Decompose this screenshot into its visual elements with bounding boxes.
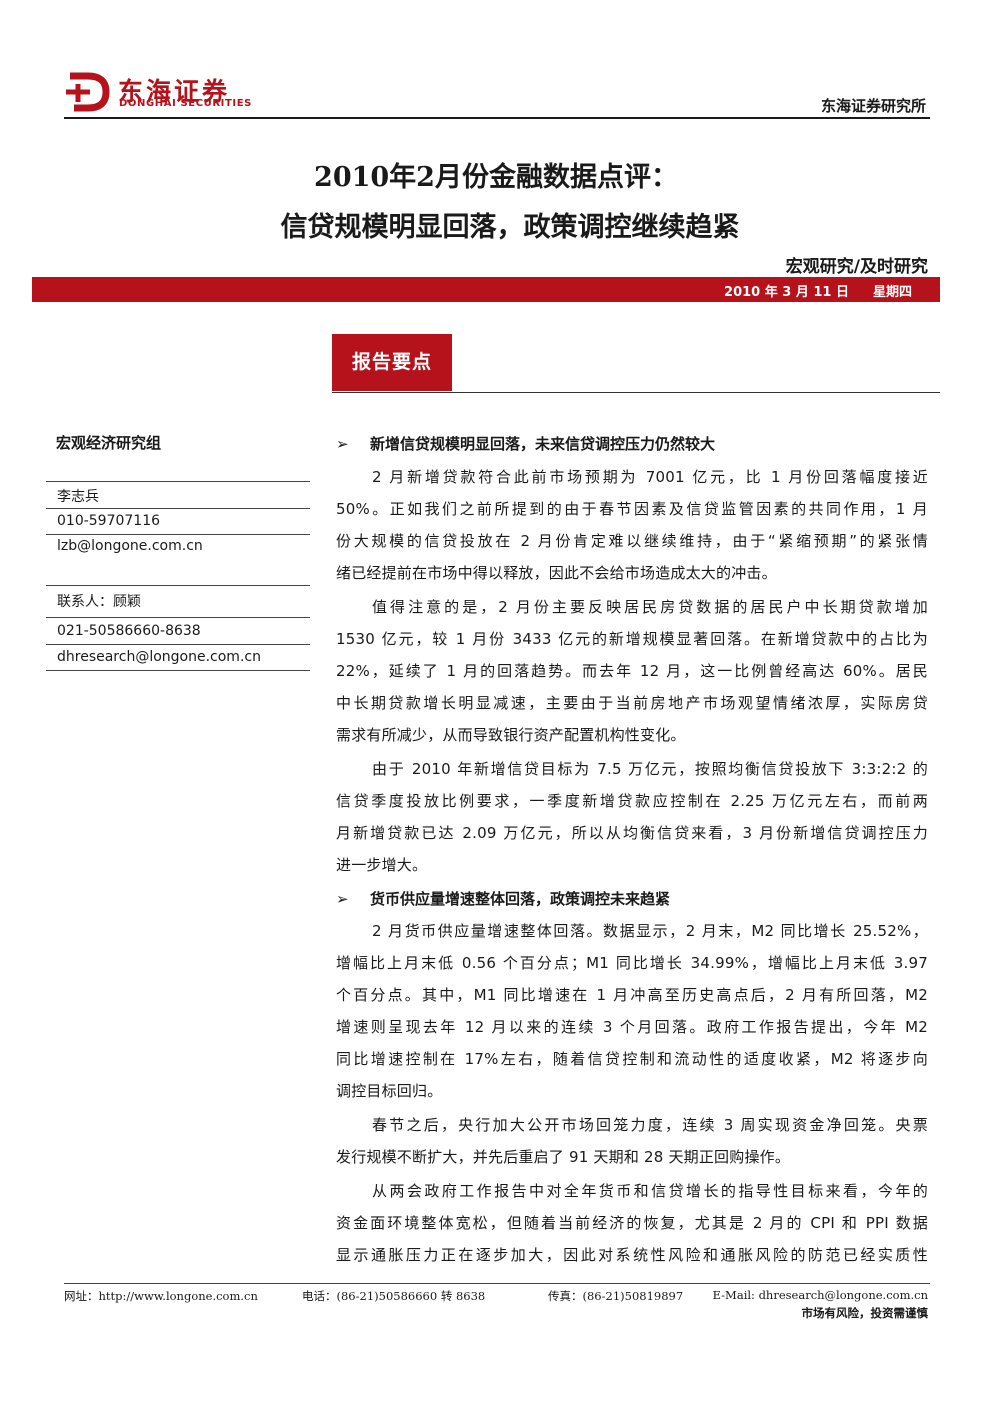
sidebar-divider [46,644,310,645]
footer-fax: 传真：(86-21)50819897 [548,1289,684,1303]
institute-name: 东海证券研究所 [820,97,926,115]
paragraph-line: 1530 亿元，较 1 月份 3433 亿元的新增规模显著回落。在新增贷款中的占… [336,630,928,648]
header-divider [64,117,930,119]
paragraph-line: 进一步增大。 [336,856,428,874]
paragraph-line: 中长期贷款增长明显减速，主要由于当前房地产市场观望情绪浓厚，实际房贷 [336,694,928,712]
risk-disclaimer: 市场有风险，投资需谨慎 [801,1306,929,1320]
arrow-bullet-icon: ➢ [336,435,349,453]
paragraph-line: 春节之后，央行加大公开市场回笼力度，连续 3 周实现资金净回笼。央票 [372,1116,928,1134]
sidebar-divider [46,617,310,618]
donghai-logo-icon [66,72,110,112]
paragraph-line: 绪已经提前在市场中得以释放，因此不会给市场造成太大的冲击。 [336,564,777,582]
paragraph-line: 22%，延续了 1 月的回落趋势。而去年 12 月，这一比例曾经高达 60%。居… [336,662,928,680]
contact-person: 联系人：顾颖 [57,594,141,610]
analyst-email[interactable]: lzb@longone.com.cn [57,538,203,554]
paragraph-line: 2 月新增贷款符合此前市场预期为 7001 亿元，比 1 月份回落幅度接近 [372,468,928,486]
date-value: 2010 年 3 月 11 日 [724,285,849,300]
contact-phone: 021-50586660-8638 [57,623,201,639]
paragraph-line: 50%。正如我们之前所提到的由于春节因素及信贷监管因素的共同作用，1 月 [336,500,928,518]
company-logo: 东海证券 DONGHAI SECURITIES [64,70,264,114]
report-title-line2: 信贷规模明显回落，政策调控继续趋紧 [280,212,740,243]
logo-text-en: DONGHAI SECURITIES [119,98,252,109]
key-points-label: 报告要点 [351,351,432,373]
key-points-divider [332,392,940,393]
sidebar-divider [46,585,310,586]
sidebar-divider [46,670,310,671]
arrow-bullet-icon: ➢ [336,890,349,908]
paragraph-line: 发行规模不断扩大，并先后重启了 91 天期和 28 天期正回购操作。 [336,1148,791,1166]
paragraph-line: 资金面环境整体宽松，但随着当前经济的恢复，尤其是 2 月的 CPI 和 PPI … [336,1214,928,1232]
report-date: 2010 年 3 月 11 日 星期四 [724,281,912,300]
report-category: 宏观研究/及时研究 [785,257,928,277]
paragraph-line: 月新增贷款已达 2.09 万亿元，所以从均衡信贷来看，3 月份新增信贷调控压力 [336,824,928,842]
paragraph-line: 同比增速控制在 17%左右，随着信贷控制和流动性的适度收紧，M2 将逐步向 [336,1050,928,1068]
section-heading: ➢货币供应量增速整体回落，政策调控未来趋紧 [336,890,671,908]
report-title-line1: 2010年2月份金融数据点评： [314,162,678,193]
contact-email[interactable]: dhresearch@longone.com.cn [57,649,261,665]
section-heading: ➢新增信贷规模明显回落，未来信贷调控压力仍然较大 [336,435,716,453]
paragraph-line: 值得注意的是，2 月份主要反映居民房贷数据的居民户中长期贷款增加 [372,598,928,616]
research-group: 宏观经济研究组 [56,434,162,452]
paragraph-line: 信贷季度投放比例要求，一季度新增贷款应控制在 2.25 万亿元左右，而前两 [336,792,928,810]
sidebar-divider [46,508,310,509]
analyst-phone: 010-59707116 [57,513,161,529]
sidebar-divider [46,481,310,482]
analyst-name: 李志兵 [57,489,99,505]
sidebar-divider [46,534,310,535]
key-points-tab: 报告要点 [332,334,452,391]
paragraph-line: 个百分点。其中，M1 同比增速在 1 月冲高至历史高点后，2 月有所回落，M2 [336,986,928,1004]
footer-phone: 电话：(86-21)50586660 转 8638 [302,1289,486,1303]
paragraph-line: 显示通胀压力正在逐步加大，因此对系统性风险和通胀风险的防范已经实质性 [336,1246,928,1264]
paragraph-line: 需求有所减少，从而导致银行资产配置机构性变化。 [336,726,686,744]
weekday: 星期四 [872,285,912,300]
logo-text-cn: 东海证券 [118,77,231,106]
paragraph-line: 增幅比上月末低 0.56 个百分点；M1 同比增长 34.99%，增幅比上月末低… [336,954,928,972]
footer-email[interactable]: E-Mail: dhresearch@longone.com.cn [712,1288,928,1302]
paragraph-line: 份大规模的信贷投放在 2 月份肯定难以继续维持，由于“紧缩预期”的紧张情 [336,532,928,550]
footer-divider [64,1283,930,1284]
paragraph-line: 调控目标回归。 [336,1082,443,1100]
paragraph-line: 由于 2010 年新增信贷目标为 7.5 万亿元，按照均衡信贷投放下 3:3:2… [372,760,928,778]
paragraph-line: 从两会政府工作报告中对全年货币和信贷增长的指导性目标来看，今年的 [372,1182,928,1200]
date-banner: 2010 年 3 月 11 日 星期四 [32,277,940,302]
footer-website[interactable]: 网址：http://www.longone.com.cn [64,1289,258,1303]
paragraph-line: 2 月货币供应量增速整体回落。数据显示，2 月末，M2 同比增长 25.52%， [372,922,928,940]
paragraph-line: 增速则呈现去年 12 月以来的连续 3 个月回落。政府工作报告提出，今年 M2 [336,1018,928,1036]
